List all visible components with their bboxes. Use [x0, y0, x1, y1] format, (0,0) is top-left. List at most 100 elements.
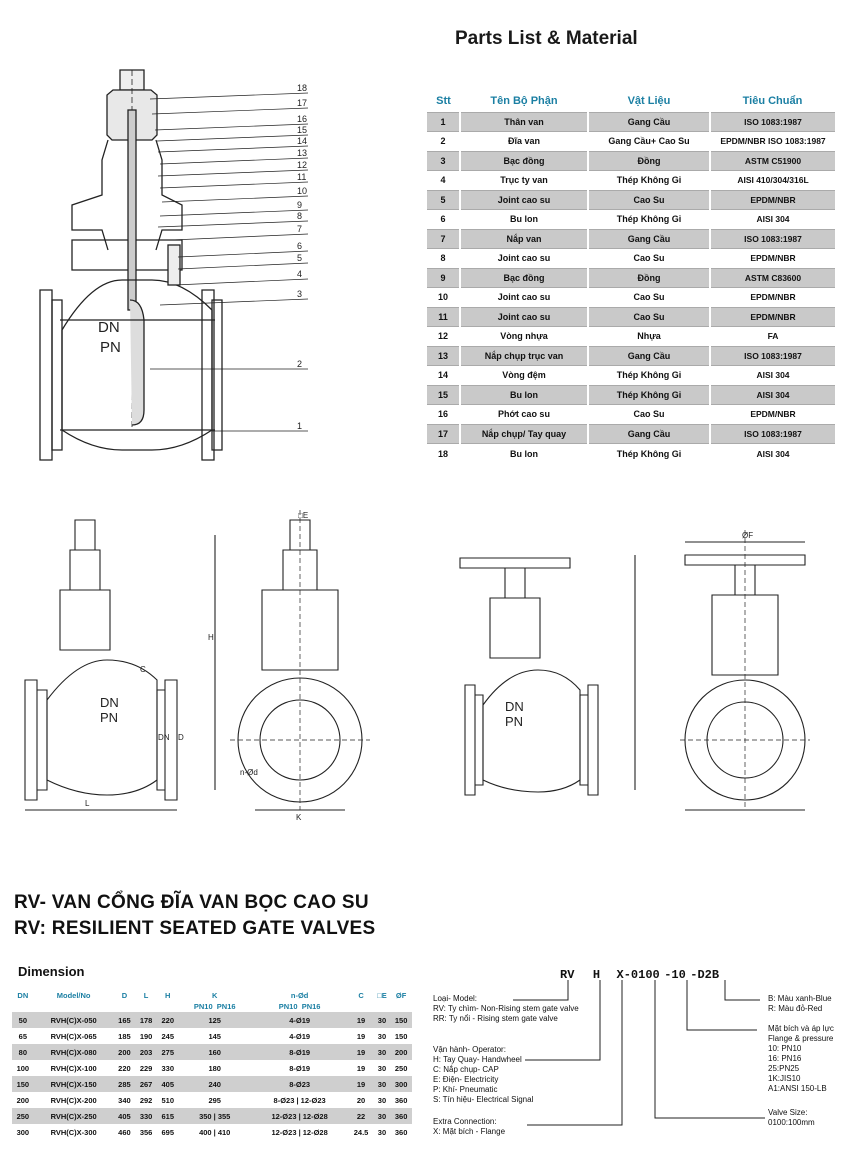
dim-cell-h: 695 [161, 1127, 175, 1137]
dim-cell-k: 145 [208, 1031, 221, 1041]
dim-cell-e: 30 [373, 1108, 391, 1124]
dim-cell-nd: 4-Ø19 [289, 1031, 311, 1041]
callout-leader [161, 195, 309, 203]
dim-cell-dn: 250 [12, 1108, 34, 1124]
parts-cell-name: Bạc đồng [459, 267, 588, 288]
code-size: 0100 [630, 968, 660, 982]
legend-color-item: R: Màu đỏ-Red [768, 1004, 823, 1013]
dim-header-c: C [358, 991, 364, 1000]
parts-cell-material: Cao Su [587, 306, 710, 327]
parts-cell-name: Vòng đệm [459, 365, 588, 385]
dim-cell-d: 285 [113, 1076, 136, 1092]
dim-cell-c: 19 [348, 1044, 374, 1060]
legend-flange: Mặt bích và áp lực Flange & pressure 10:… [768, 1024, 858, 1094]
parts-cell-stt: 6 [427, 209, 460, 229]
dim-c-label: C [140, 665, 146, 674]
callout-number: 5 [297, 253, 302, 263]
legend-extra-item: X: Mặt bích - Flange [433, 1127, 506, 1136]
dim-cell-nd: 8-Ø19 [289, 1063, 311, 1073]
dim-e-label: □E [298, 511, 308, 520]
parts-cell-material: Gang Cầu [587, 228, 710, 249]
parts-cell-standard: AISI 304 [709, 384, 835, 405]
dim-cell-f: 300 [390, 1076, 412, 1092]
callout-number: 4 [297, 269, 302, 279]
parts-cell-stt: 3 [427, 150, 460, 171]
parts-cell-material: Thép Không Gỉ [587, 443, 710, 463]
parts-cell-stt: 14 [427, 365, 460, 385]
dim-cell-model: RVH(C)X-150 [33, 1076, 114, 1092]
parts-cell-standard: AISI 410/304/316L [709, 170, 835, 190]
dim-cell-model: RVH(C)X-200 [50, 1095, 97, 1105]
parts-header-standard: Tiêu Chuẩn [742, 94, 803, 107]
dim-cell-model: RVH(C)X-300 [50, 1127, 97, 1137]
view3-dn: DN [505, 699, 524, 714]
callout-number: 13 [297, 148, 307, 158]
legend-operator-item: E: Điện- Electricity [433, 1075, 499, 1084]
dim-cell-dn: 200 [16, 1095, 30, 1105]
code-rv: RV [560, 968, 575, 982]
product-code: RV H X-0100 -10 -D2B [560, 965, 760, 983]
dim-cell-e: 30 [377, 1031, 387, 1041]
dim-sub-nd-pn10: PN10 [278, 1002, 298, 1011]
parts-header-name: Tên Bộ Phận [490, 94, 558, 107]
parts-cell-standard: AISI 304 [709, 443, 835, 463]
parts-title: Parts List & Material [455, 28, 638, 49]
dim-cell-c: 19 [356, 1063, 366, 1073]
legend-flange-item: 10: PN10 [768, 1044, 802, 1053]
legend-flange-item: 1K:JIS10 [768, 1074, 801, 1083]
dim-cell-l: 178 [135, 1012, 157, 1028]
parts-cell-standard: ISO 1083:1987 [709, 111, 835, 132]
parts-cell-material: Cao Su [587, 248, 710, 268]
dim-cell-dn: 50 [12, 1012, 34, 1028]
dim-cell-c: 24.5 [353, 1127, 369, 1137]
dim-cell-k: 160 [178, 1044, 251, 1060]
dim-f-label: ØF [742, 531, 753, 540]
view1-dn: DN [100, 695, 119, 710]
callout-number: 18 [297, 83, 307, 93]
parts-cell-standard: AISI 304 [709, 209, 835, 229]
callout-leader [174, 278, 309, 286]
dim-header-h: H [165, 991, 171, 1000]
parts-cell-standard: ISO 1083:1987 [709, 423, 835, 444]
callout-number: 6 [297, 241, 302, 251]
callout-number: 10 [297, 186, 307, 196]
parts-cell-standard: EPDM/NBR [709, 189, 835, 210]
parts-cell-material: Cao Su [587, 287, 710, 307]
dim-cell-k: 240 [178, 1076, 251, 1092]
dim-dn-label: DN [158, 733, 170, 742]
callout-leader [177, 262, 309, 270]
callout-number: 15 [297, 125, 307, 135]
parts-cell-material: Gang Cầu [587, 345, 710, 366]
parts-cell-name: Joint cao su [459, 287, 588, 307]
dim-header-k: K [212, 991, 218, 1000]
dim-cell-f: 250 [394, 1063, 408, 1073]
dim-cell-l: 330 [135, 1108, 157, 1124]
callout-leader [157, 169, 309, 177]
callout-number: 17 [297, 98, 307, 108]
parts-cell-standard: EPDM/NBR [709, 287, 835, 307]
callout-number: 9 [297, 200, 302, 210]
dim-cell-h: 275 [156, 1044, 179, 1060]
callout-number: 8 [297, 211, 302, 221]
dim-header-dn: DN [17, 991, 29, 1000]
parts-cell-stt: 10 [427, 287, 460, 307]
parts-cell-standard: EPDM/NBR ISO 1083:1987 [709, 131, 835, 151]
dim-cell-nd: 8-Ø23 [250, 1076, 349, 1092]
callout-leader [149, 92, 309, 100]
legend-extra: Extra Connection: X: Mặt bích - Flange [433, 1117, 613, 1137]
callout-leader [157, 220, 309, 228]
title-vietnamese: RV- VAN CỔNG ĐĨA VAN BỌC CAO SU [14, 892, 369, 913]
dim-header-nd: n-Ød [290, 991, 309, 1000]
dim-header-l: L [143, 991, 149, 1000]
legend-flange-label: Mặt bích và áp lực [768, 1024, 834, 1033]
parts-cell-stt: 1 [427, 111, 460, 132]
parts-header-material: Vật Liệu [627, 94, 671, 107]
dim-cell-model: RVH(C)X-065 [50, 1031, 97, 1041]
legend-operator-item: P: Khí- Pneumatic [433, 1085, 498, 1094]
parts-header-stt: Stt [436, 94, 451, 107]
